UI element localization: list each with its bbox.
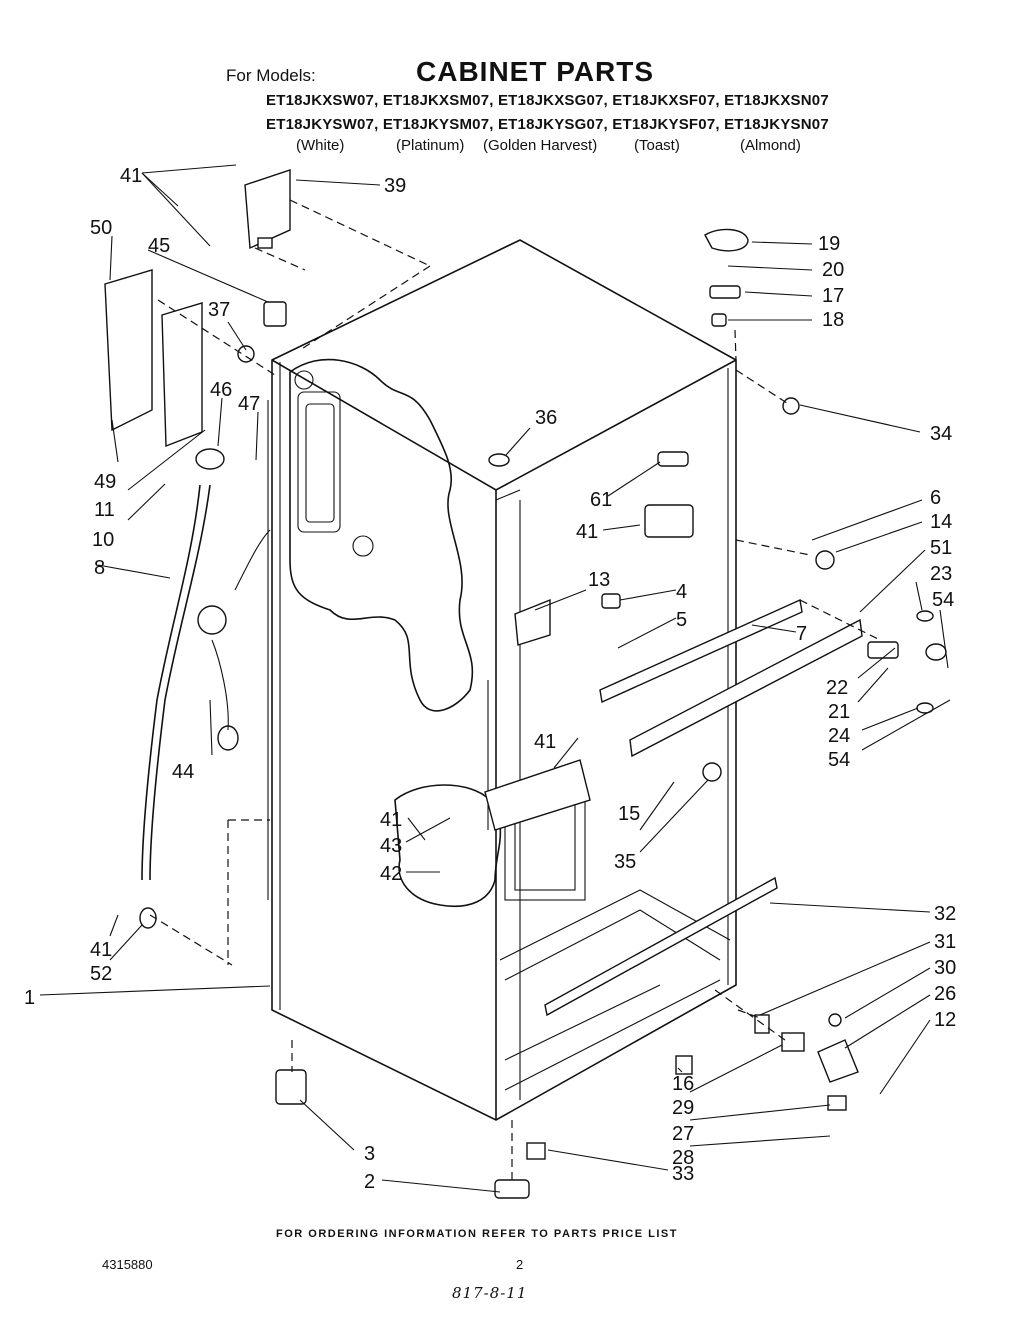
callout-29: 29 [672,1097,694,1119]
callout-7: 7 [796,623,807,645]
callout-41-c: 41 [534,731,556,753]
callout-45: 45 [148,235,170,257]
callout-47: 47 [238,393,260,415]
ordering-note: FOR ORDERING INFORMATION REFER TO PARTS … [276,1228,678,1240]
callout-22: 22 [826,677,848,699]
callout-54-a: 54 [932,589,954,611]
callout-1: 1 [24,987,35,1009]
callout-36: 36 [535,407,557,429]
handwritten-code: 817-8-11 [452,1284,528,1302]
callout-31: 31 [934,931,956,953]
color-label-golden-harvest: (Golden Harvest) [483,137,598,154]
callout-42: 42 [380,863,402,885]
callout-14: 41 [576,521,598,543]
color-label-almond: (Almond) [740,137,801,154]
callout-2: 2 [364,1171,375,1193]
for-models-label: For Models: [226,66,316,85]
callout-10: 14 [930,511,952,533]
callout-30: 30 [934,957,956,979]
callout-52: 52 [90,963,112,985]
callout-5: 5 [676,609,687,631]
callout-51: 8 [94,557,105,579]
color-label-white: (White) [296,137,345,154]
color-label-platinum: (Platinum) [396,137,465,154]
document-number: 4315880 [102,1257,153,1272]
callout-43: 43 [380,835,402,857]
callout-12: 12 [934,1009,956,1031]
callout-50: 50 [90,217,112,239]
callout-54-b: 54 [828,749,850,771]
callout-49: 49 [94,471,116,493]
assembly-guide-lines [149,199,881,1180]
callout-8: 13 [588,569,610,591]
color-label-toast: (Toast) [634,137,680,154]
model-list-row-2: ET18JKYSW07, ET18JKYSM07, ET18JKYSG07, E… [266,116,829,133]
callout-37: 37 [208,299,230,321]
callout-24: 24 [828,725,850,747]
leader-lines [39,164,951,1193]
model-list-row-1: ET18JKXSW07, ET18JKXSM07, ET18JKXSG07, E… [266,92,829,109]
callout-17: 17 [822,285,844,307]
callout-11: 6 [930,487,941,509]
hardware-parts [104,169,947,1199]
page-title: CABINET PARTS [416,56,655,87]
callout-15: 15 [618,803,640,825]
callout-23: 23 [930,563,952,585]
callout-41-d: 41 [380,809,402,831]
callout-34: 34 [930,423,952,445]
hose-and-wiring [141,484,271,881]
cabinet-body [267,239,863,1121]
callout-39: 39 [384,175,406,197]
callout-19: 19 [818,233,840,255]
callout-41-e: 41 [90,939,112,961]
callout-46: 46 [210,379,232,401]
callout-numbers: 41 39 50 45 37 19 20 17 18 46 47 34 36 4… [24,165,956,1193]
callout-16: 16 [672,1073,694,1095]
callout-6: 61 [590,489,612,511]
callout-21: 21 [828,701,850,723]
callout-20: 20 [822,259,844,281]
callout-4: 4 [676,581,687,603]
callout-13: 51 [930,537,952,559]
callout-61: 11 [94,499,115,521]
callout-32: 32 [934,903,956,925]
callout-44: 44 [172,761,194,783]
callout-28: 28 [672,1147,694,1169]
callout-41-a: 41 [120,165,142,187]
callout-26: 26 [934,983,956,1005]
callout-33: 33 [672,1163,694,1185]
page-number: 2 [516,1257,524,1272]
callout-41-b: 10 [92,529,114,551]
callout-18: 18 [822,309,844,331]
callout-27: 27 [672,1123,694,1145]
callout-35: 35 [614,851,636,873]
callout-3: 3 [364,1143,375,1165]
